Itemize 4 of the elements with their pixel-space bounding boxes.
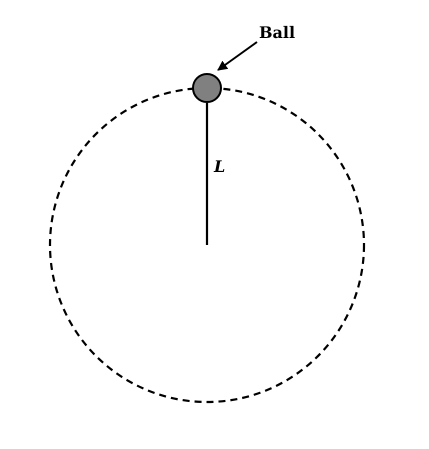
length-label: L xyxy=(214,158,226,176)
ball xyxy=(192,73,222,103)
ball-label: Ball xyxy=(259,24,296,42)
leader-arrow xyxy=(217,41,258,71)
